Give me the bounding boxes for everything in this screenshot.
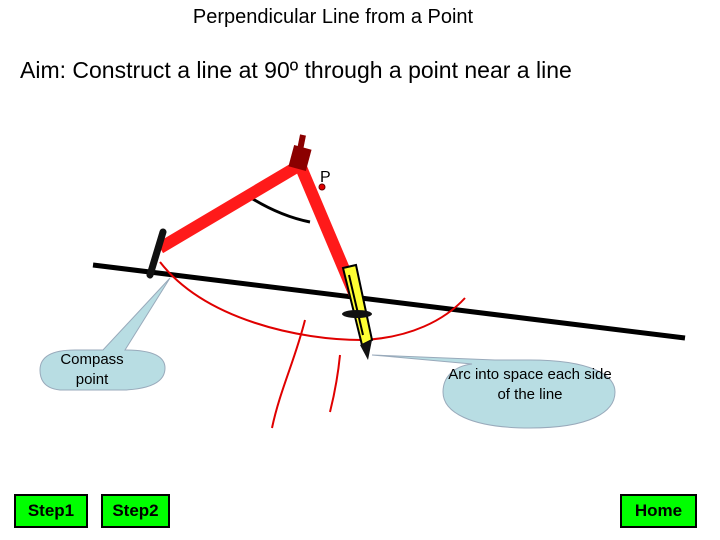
pencil-tip — [360, 340, 372, 360]
arc-callout-bubble — [371, 354, 616, 429]
pencil-stripe — [348, 274, 364, 336]
compass-needle — [146, 228, 167, 279]
arc-callout-text: Arc into space each side of the line — [448, 366, 612, 403]
compass-handle — [297, 134, 306, 151]
aim-text: Aim: Construct a line at 90º through a p… — [20, 57, 572, 83]
compass-left-arm — [156, 159, 304, 254]
compass-point-callout-text: Compass point — [60, 351, 124, 388]
pencil-icon — [341, 263, 374, 347]
step1-button[interactable]: Step1 — [14, 494, 88, 528]
page-title: Perpendicular Line from a Point — [192, 6, 474, 28]
home-button[interactable]: Home — [620, 494, 697, 528]
pencil-band — [342, 310, 372, 318]
compass-hinge — [288, 145, 312, 171]
arc-right-lower — [329, 354, 341, 413]
step2-button[interactable]: Step2 — [101, 494, 170, 528]
point-p — [318, 183, 326, 191]
compass-point-callout — [39, 277, 171, 391]
point-p-label: P — [320, 169, 331, 186]
given-line — [92, 262, 686, 341]
arc-left-lower — [271, 319, 306, 429]
construction-arc — [159, 261, 466, 342]
compass-angle-arc — [247, 194, 311, 224]
